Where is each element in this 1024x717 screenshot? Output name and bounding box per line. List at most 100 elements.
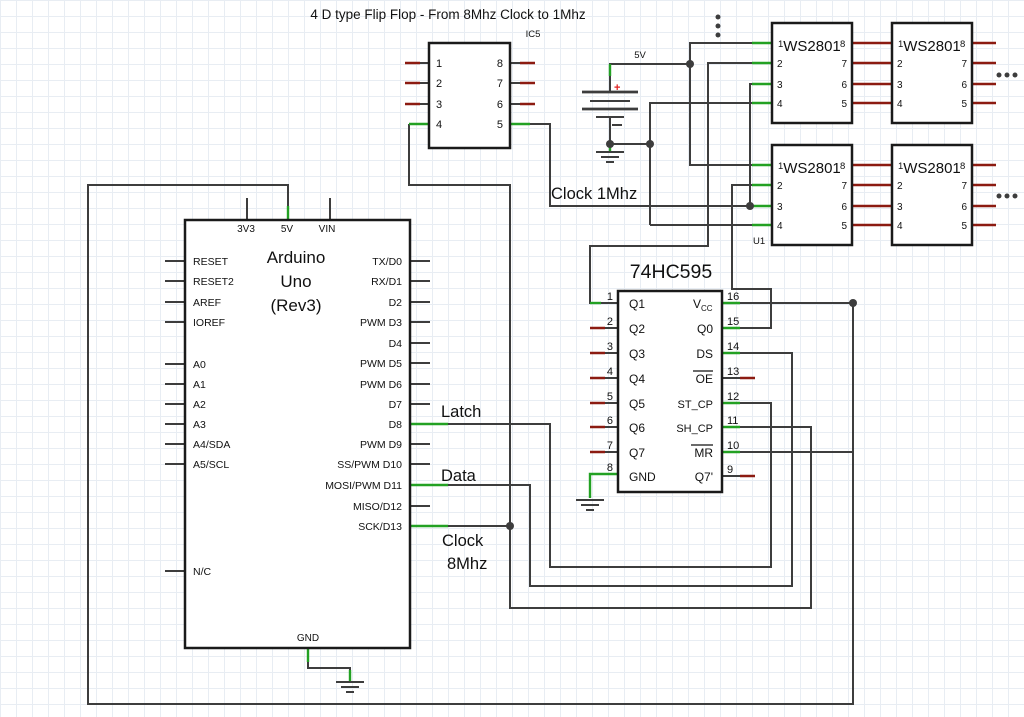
ws2801-pin-number: 4 <box>897 99 903 110</box>
arduino-pin-stubs[interactable] <box>165 198 430 572</box>
ws2801-pin-number: 1 <box>898 39 903 50</box>
ws2801-chip-body-3[interactable] <box>770 143 854 247</box>
hc595-pin-number: 15 <box>727 316 739 328</box>
hc595-pin-label: SH_CP <box>676 423 713 435</box>
arduino-pin-label: A3 <box>193 419 206 431</box>
hc595-pin-label: GND <box>629 470 656 484</box>
net-label-latch: Latch <box>441 403 481 421</box>
hc595-pin-label: MR <box>694 446 713 460</box>
hc595-pin-number: 4 <box>607 366 613 378</box>
hc595-pin-stubs[interactable] <box>590 326 755 478</box>
ic5-pin-number: 8 <box>497 58 503 70</box>
ws2801-labels-3: WS2801 1 8 2 3 4 7 6 5 U1 <box>753 160 847 247</box>
ws2801-chip-body-4[interactable] <box>890 143 974 247</box>
hc595-pin-label: DS <box>696 347 713 361</box>
ws2801-pin-number: 2 <box>777 59 783 70</box>
ws2801-pin-number: 8 <box>960 39 965 50</box>
ic5-pin-number: 6 <box>497 99 503 111</box>
battery-plus-sign: + <box>614 82 620 94</box>
hc595-chip-body[interactable] <box>616 289 724 494</box>
arduino-pin-label: AREF <box>193 297 221 309</box>
ws2801-pin-number: 3 <box>897 80 903 91</box>
hc595-pin-label-vcc-sub: CC <box>701 304 713 313</box>
net-latch[interactable] <box>410 402 772 568</box>
chain-continues-ellipsis <box>715 14 1018 199</box>
net-label-clock8-line1: Clock <box>442 532 484 550</box>
hc595-pin-number: 16 <box>727 291 739 303</box>
ws2801-pin-number: 2 <box>897 181 903 192</box>
ic5-chip-body[interactable] <box>427 41 512 150</box>
net-q0[interactable] <box>722 184 772 329</box>
ws2801-pin-number: 5 <box>841 221 847 232</box>
ws2801-name-label: WS2801 <box>783 160 841 177</box>
ws2801-chip-body-1[interactable] <box>770 21 854 125</box>
ws2801-labels-4: WS2801 1 8 2 3 4 7 6 5 <box>897 160 967 232</box>
net-label-data: Data <box>441 467 477 485</box>
ws2801-pin-number: 1 <box>778 39 783 50</box>
ws2801-pin-number: 2 <box>897 59 903 70</box>
hc595-pin-number: 11 <box>727 415 738 427</box>
ground-symbol-battery[interactable] <box>596 151 624 163</box>
ground-symbol-arduino[interactable] <box>336 681 364 693</box>
ic5-pin-number: 2 <box>436 78 442 90</box>
ws2801-pin-number: 6 <box>841 80 847 91</box>
net-label-clock8-line2: 8Mhz <box>447 555 487 573</box>
arduino-name-line3: (Rev3) <box>270 296 321 315</box>
hc595-pin-label: Q7' <box>695 470 713 484</box>
ws2801-pin-number: 8 <box>840 39 845 50</box>
arduino-pin-label: D7 <box>389 399 403 411</box>
hc595-pin-label: Q0 <box>697 322 713 336</box>
net-data[interactable] <box>410 352 793 587</box>
arduino-pin-label: 5V <box>281 224 294 235</box>
ws2801-pin-number: 7 <box>961 181 967 192</box>
arduino-pin-label: MOSI/PWM D11 <box>325 480 402 492</box>
arduino-pin-label: VIN <box>319 224 336 235</box>
ws2801-pin-number: 6 <box>841 202 847 213</box>
ic5-pin-number: 3 <box>436 99 442 111</box>
arduino-pin-label: RX/D1 <box>371 276 402 288</box>
ws2801-name-label: WS2801 <box>903 160 961 177</box>
ws2801-pin-number: 6 <box>961 202 967 213</box>
ws2801-pin-stubs[interactable] <box>852 41 996 227</box>
ws2801-name-label: WS2801 <box>783 38 841 55</box>
ic5-pin-stubs[interactable] <box>405 61 535 106</box>
arduino-pin-label: D8 <box>389 419 403 431</box>
ws2801-labels-2: WS2801 1 8 2 3 4 7 6 5 <box>897 38 967 110</box>
arduino-body[interactable] <box>183 218 412 650</box>
hc595-pin-number: 1 <box>607 291 613 303</box>
ws2801-pin-number: 8 <box>840 161 845 172</box>
hc595-pin-number: 5 <box>607 391 613 403</box>
battery-5v-symbol[interactable] <box>582 90 638 126</box>
arduino-pin-label: PWM D6 <box>360 379 402 391</box>
arduino-pin-label: PWM D3 <box>360 317 402 329</box>
hc595-pin-number: 10 <box>727 440 739 452</box>
ws2801-pin-number: 4 <box>777 99 783 110</box>
arduino-pin-label: 3V3 <box>237 224 255 235</box>
ground-symbol-hc595[interactable] <box>576 499 604 511</box>
ws2801-name-label: WS2801 <box>903 38 961 55</box>
arduino-name-line1: Arduino <box>267 248 326 267</box>
ic5-ref-label: IC5 <box>526 29 541 40</box>
arduino-pin-label: PWM D5 <box>360 358 402 370</box>
ws2801-pin-number: 1 <box>898 161 903 172</box>
arduino-pin-label: N/C <box>193 566 212 578</box>
net-arduino-gnd[interactable] <box>307 648 351 681</box>
ws2801-pin-number: 5 <box>961 99 967 110</box>
ws2801-pin-number: 8 <box>960 161 965 172</box>
hc595-pin-label: Q5 <box>629 397 645 411</box>
arduino-pin-label: GND <box>297 633 319 644</box>
hc595-pin-number: 9 <box>727 464 733 476</box>
ic5-pin-number: 5 <box>497 119 503 131</box>
arduino-pin-label: TX/D0 <box>372 256 402 268</box>
net-hc595-gnd[interactable] <box>588 472 618 498</box>
ws2801-pin-number: 3 <box>777 80 783 91</box>
arduino-pin-label: SCK/D13 <box>358 521 402 533</box>
hc595-name-label: 74HC595 <box>630 261 713 283</box>
net-label-clock1: Clock 1Mhz <box>551 185 637 203</box>
ws2801-pin-number: 1 <box>778 161 783 172</box>
ws2801-chip-body-2[interactable] <box>890 21 974 125</box>
arduino-pin-label: A4/SDA <box>193 439 230 451</box>
hc595-pin-number: 14 <box>727 341 739 353</box>
hc595-pin-label: OE <box>696 372 713 386</box>
